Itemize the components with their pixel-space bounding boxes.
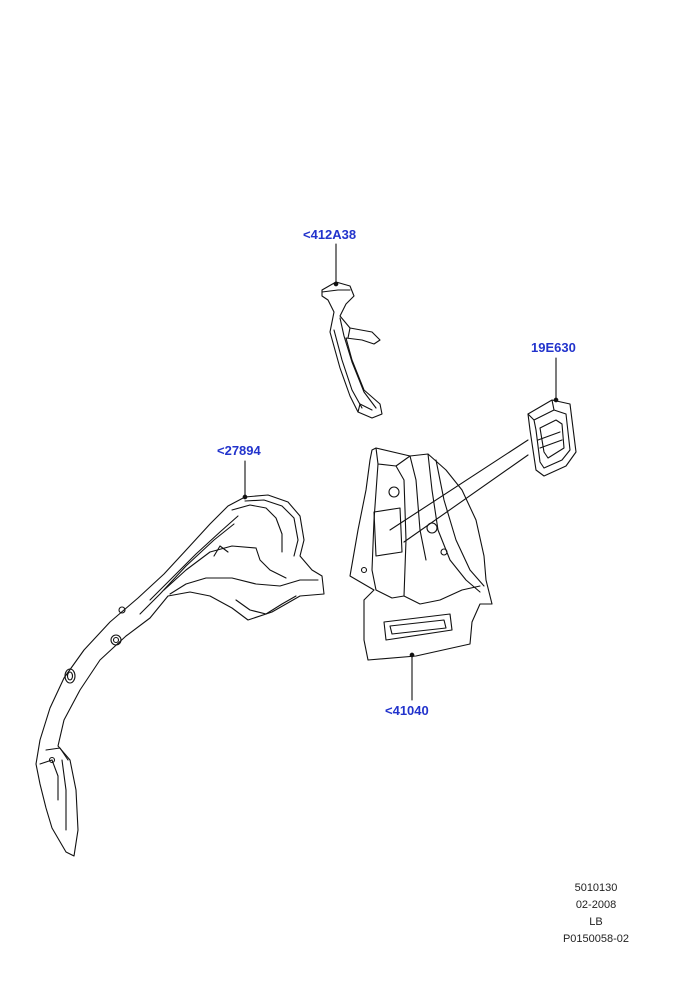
- part-412A38-drawing: [321, 281, 383, 419]
- callout-27894[interactable]: <27894: [217, 443, 261, 458]
- reference-block: 5010130 02-2008 LB P0150058-02: [556, 880, 636, 948]
- callout-41040[interactable]: <41040: [385, 703, 429, 718]
- reference-date: 02-2008: [575, 899, 617, 911]
- callout-412A38[interactable]: <412A38: [303, 227, 357, 242]
- part-41040-drawing: [349, 447, 493, 661]
- reference-illustration-id: P0150058-02: [562, 933, 630, 945]
- reference-code: 5010130: [574, 882, 618, 894]
- callout-19E630[interactable]: 19E630: [531, 340, 576, 355]
- leader-19E630-to-panel-1: [389, 439, 529, 531]
- part-19E630-drawing: [527, 397, 577, 477]
- part-27894-drawing: [35, 494, 325, 857]
- reference-region: LB: [589, 916, 603, 928]
